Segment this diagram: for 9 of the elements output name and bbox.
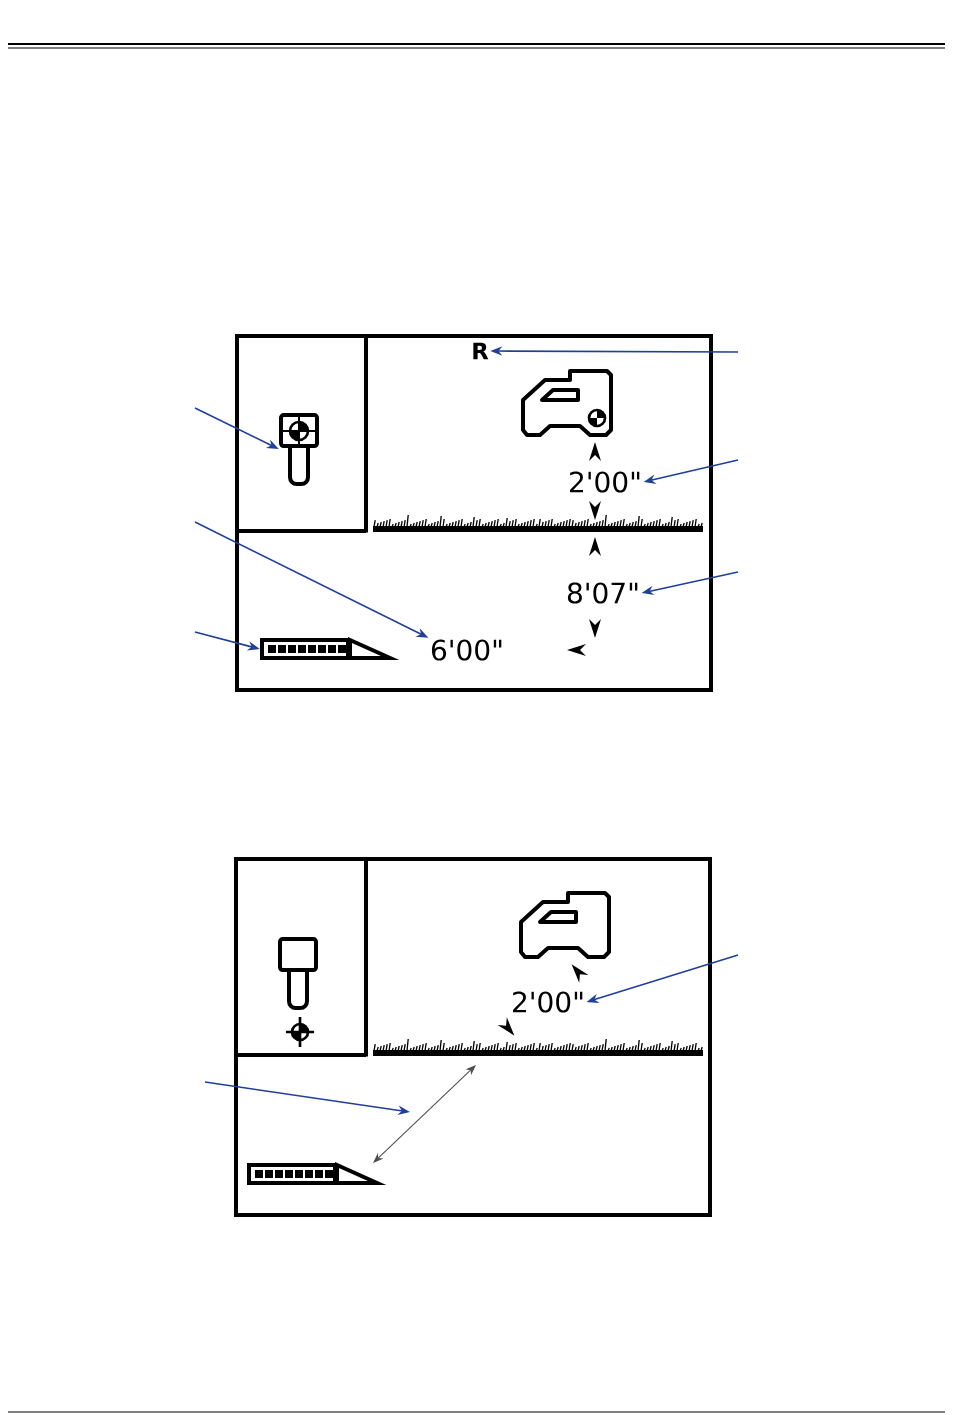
screen-frame bbox=[234, 857, 712, 1217]
reading-text: R bbox=[473, 342, 489, 360]
reading-text: 2'00" bbox=[570, 471, 640, 493]
screen-frame bbox=[235, 334, 713, 692]
transmitter-icon bbox=[279, 413, 319, 486]
reading-text: 2'00" bbox=[513, 991, 583, 1013]
reading-text: 6'00" bbox=[431, 639, 502, 661]
reading-text: 8'07" bbox=[567, 582, 638, 604]
distance-arrow bbox=[373, 1065, 476, 1163]
